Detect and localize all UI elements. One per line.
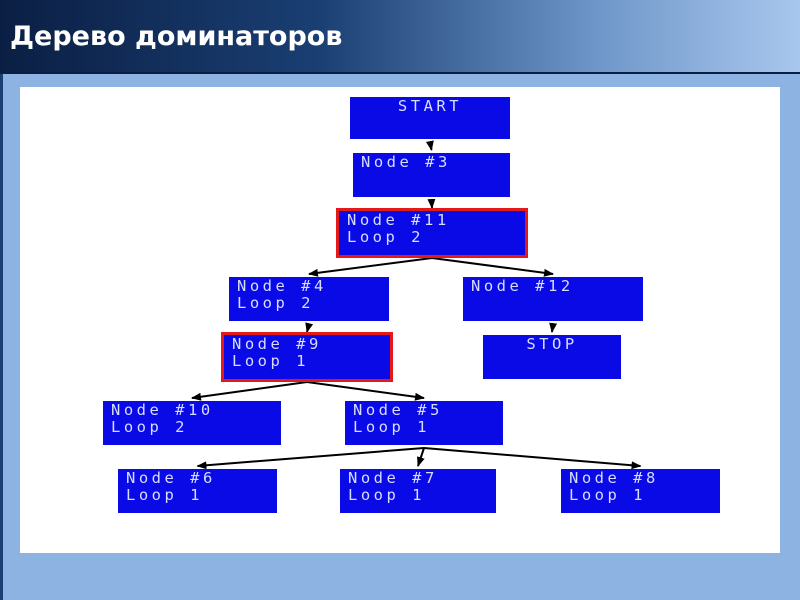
node-stop: STOP (483, 335, 621, 379)
edge-start-n3 (425, 140, 434, 151)
node-title: START (397, 97, 463, 115)
node-label: START (350, 98, 510, 115)
node-title: Node #10 (111, 401, 214, 419)
node-title: Node #5 (353, 401, 443, 419)
edge-n3-n11 (427, 198, 436, 209)
node-label: Node #12 (471, 278, 574, 295)
node-title: Node #3 (361, 153, 451, 171)
node-start: START (350, 97, 510, 139)
title-bar: Дерево доминаторов (0, 0, 800, 74)
node-title: STOP (526, 335, 578, 353)
edge-n5-n7 (417, 447, 425, 467)
node-12: Node #12 (463, 277, 643, 321)
node-loop-label: Loop 2 (347, 228, 424, 246)
page-title: Дерево доминаторов (10, 21, 343, 52)
node-loop-label: Loop 2 (237, 294, 314, 312)
edge-n5-n6 (196, 447, 425, 470)
edge-n12-stop (549, 322, 558, 333)
node-title: Node #4 (237, 277, 327, 295)
node-3: Node #3 (353, 153, 510, 197)
edge-n11-n4 (308, 257, 433, 277)
edge-n9-n5 (306, 381, 425, 401)
node-loop-label: Loop 1 (569, 486, 646, 504)
node-loop-label: Loop 1 (353, 418, 430, 436)
node-label: STOP (483, 336, 621, 353)
node-loop-label: Loop 1 (232, 352, 309, 370)
node-title: Node #9 (232, 335, 322, 353)
node-loop-label: Loop 1 (348, 486, 425, 504)
node-title: Node #12 (471, 277, 574, 295)
left-stripe (0, 74, 3, 600)
edge-n4-n9 (305, 322, 314, 333)
node-title: Node #7 (348, 469, 438, 487)
node-title: Node #6 (126, 469, 216, 487)
node-loop-label: Loop 2 (111, 418, 188, 436)
node-title: Node #8 (569, 469, 659, 487)
node-loop-label: Loop 1 (126, 486, 203, 504)
edge-n9-n10 (191, 381, 308, 401)
edge-n11-n12 (431, 257, 554, 277)
node-title: Node #11 (347, 211, 450, 229)
edge-n5-n8 (423, 447, 642, 470)
edges-layer (191, 140, 642, 470)
node-label: Node #3 (361, 154, 451, 171)
